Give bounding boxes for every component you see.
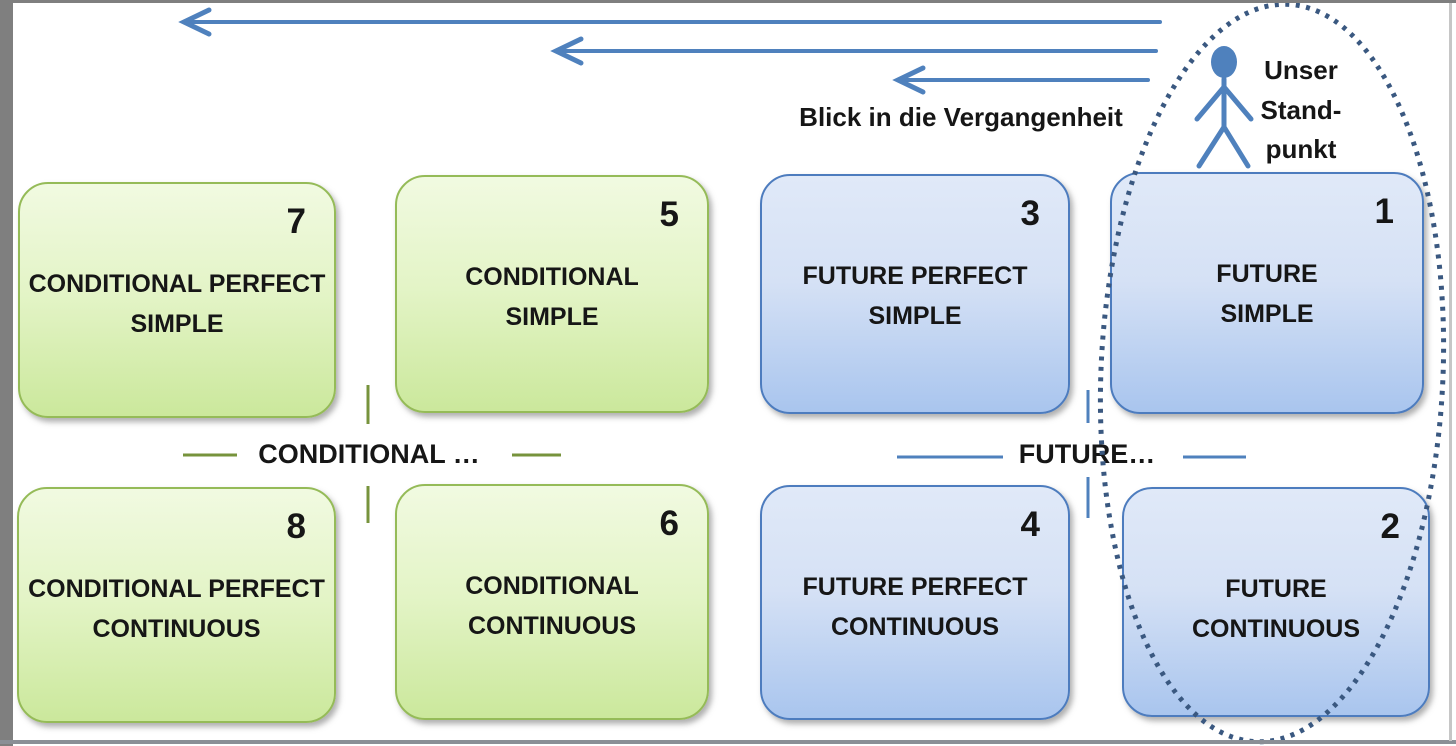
box-number: 3 — [1020, 194, 1040, 233]
box-label-line2: SIMPLE — [1220, 300, 1314, 328]
box-label-line2: SIMPLE — [868, 302, 962, 330]
slide-frame-right — [1449, 3, 1452, 741]
box-label-line1: CONDITIONAL — [465, 572, 639, 600]
box-number: 8 — [286, 507, 306, 546]
box-label-line2: SIMPLE — [130, 310, 224, 338]
box-label-line1: FUTURE PERFECT — [802, 262, 1028, 290]
tense-box-conditional-perfect-continuous: 8 CONDITIONAL PERFECT CONTINUOUS — [17, 487, 336, 723]
box-label: CONDITIONAL SIMPLE — [397, 257, 707, 337]
stick-figure-icon — [1194, 46, 1254, 169]
tense-box-future-continuous: 2 FUTURE CONTINUOUS — [1122, 487, 1430, 717]
box-label-line1: CONDITIONAL PERFECT — [28, 270, 326, 298]
box-label: FUTURE SIMPLE — [1112, 254, 1422, 334]
tense-box-conditional-simple: 5 CONDITIONAL SIMPLE — [395, 175, 709, 413]
box-label-line2: CONTINUOUS — [1191, 615, 1361, 643]
box-label: FUTURE PERFECT CONTINUOUS — [762, 567, 1068, 647]
box-label-line1: CONDITIONAL — [465, 263, 639, 291]
look-into-past-label: Blick in die Vergangenheit — [799, 102, 1123, 132]
stick-figure-left-leg — [1196, 124, 1227, 169]
box-number: 2 — [1380, 507, 1400, 546]
box-label-line2: SIMPLE — [505, 303, 599, 331]
box-label: FUTURE PERFECT SIMPLE — [762, 256, 1068, 336]
future-group-label: FUTURE… — [1018, 439, 1156, 469]
standpoint-line2: Stand- — [1260, 94, 1342, 125]
box-label-line2: CONTINUOUS — [830, 613, 1000, 641]
box-label: FUTURE CONTINUOUS — [1124, 569, 1428, 649]
slide-frame-bottom — [0, 740, 1456, 744]
box-label-line1: FUTURE — [1225, 575, 1327, 603]
box-label-line1: CONDITIONAL PERFECT — [28, 575, 325, 603]
box-number: 6 — [659, 504, 679, 543]
past-arrow-long-head-icon — [178, 7, 212, 37]
stick-figure-left-arm — [1194, 84, 1227, 122]
conditional-group-label: CONDITIONAL … — [258, 439, 480, 469]
box-label-line1: FUTURE — [1216, 260, 1318, 288]
tense-box-future-perfect-simple: 3 FUTURE PERFECT SIMPLE — [760, 174, 1070, 414]
box-label: CONDITIONAL CONTINUOUS — [397, 566, 707, 646]
standpoint-line1: Unser — [1264, 55, 1338, 85]
standpoint-line3: punkt — [1265, 134, 1337, 164]
tense-box-conditional-perfect-simple: 7 CONDITIONAL PERFECT SIMPLE — [18, 182, 336, 418]
box-number: 1 — [1374, 192, 1394, 231]
box-number: 5 — [659, 195, 679, 234]
tense-box-future-simple: 1 FUTURE SIMPLE — [1110, 172, 1424, 414]
box-label: CONDITIONAL PERFECT CONTINUOUS — [19, 569, 334, 649]
past-arrow-medium-head-icon — [550, 36, 584, 66]
box-label-line2: CONTINUOUS — [467, 612, 637, 640]
our-standpoint-label: Unser Stand- punkt — [1245, 51, 1357, 170]
box-label: CONDITIONAL PERFECT SIMPLE — [20, 264, 334, 344]
slide-frame-top — [0, 0, 1456, 3]
stick-figure-head — [1211, 46, 1237, 78]
slide-frame-left — [0, 0, 13, 746]
box-number: 7 — [286, 202, 306, 241]
box-label-line2: CONTINUOUS — [92, 615, 261, 643]
tense-box-conditional-continuous: 6 CONDITIONAL CONTINUOUS — [395, 484, 709, 720]
box-label-line1: FUTURE PERFECT — [802, 573, 1028, 601]
past-arrow-short-head-icon — [892, 65, 926, 95]
box-number: 4 — [1020, 505, 1040, 544]
tense-box-future-perfect-continuous: 4 FUTURE PERFECT CONTINUOUS — [760, 485, 1070, 720]
